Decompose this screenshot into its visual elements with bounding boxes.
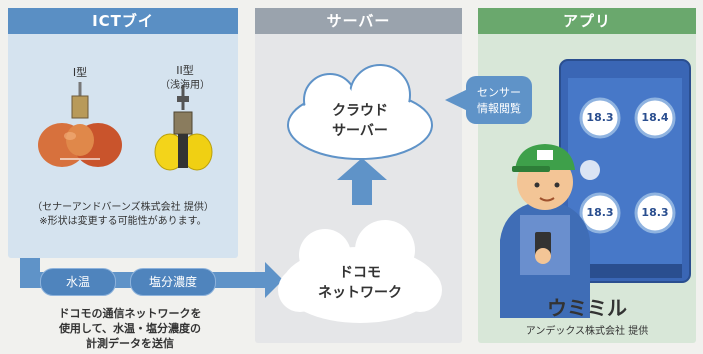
gauge-1-value: 18.3 [586, 111, 614, 124]
cloud-label-line1: クラウド [332, 103, 388, 119]
server-header: サーバー [255, 8, 462, 34]
bubble-label-line1: センサー [477, 86, 521, 99]
buoy-credit: （セナーアンドバーンズ株式会社 提供） [32, 202, 214, 213]
gauge-2-value: 18.4 [641, 111, 669, 124]
buoy-type1-label: I型 [72, 66, 88, 79]
app-name: ウミミル [547, 296, 627, 320]
gauge-5 [634, 192, 676, 234]
network-to-cloud-arrow [337, 158, 387, 205]
bottom-description-line3: 計測データを送信 [86, 337, 174, 350]
gauge-1 [579, 97, 621, 139]
network-cloud-shape [278, 220, 442, 323]
app-credit: アンデックス株式会社 提供 [525, 326, 649, 337]
network-label-line1: ドコモ [339, 265, 381, 281]
buoy-header: ICTブイ [8, 8, 238, 34]
gauge-4 [579, 192, 621, 234]
gauge-2 [634, 97, 676, 139]
gauge-3 [580, 160, 600, 180]
network-label-line2: ネットワーク [318, 285, 402, 301]
gauge-4-value: 18.3 [586, 206, 614, 219]
bottom-description-line2: 使用して、水温・塩分濃度の [58, 322, 202, 335]
cloud-server-shape [287, 64, 433, 160]
buoy-type1-image [38, 82, 122, 167]
gauge-5-value: 18.3 [641, 206, 669, 219]
tag-water-temperature: 水温 [40, 268, 116, 296]
cloud-label-line2: サーバー [332, 123, 388, 139]
buoy-type2-label: II型 [176, 64, 194, 77]
buoy-type2-image [154, 85, 213, 171]
buoy-note: ※形状は変更する可能性があります。 [39, 216, 207, 227]
sensor-info-bubble [445, 76, 532, 124]
buoy-type2-note: （浅海用） [160, 80, 210, 91]
tag-salinity: 塩分濃度 [130, 268, 216, 296]
bubble-label-line2: 情報閲覧 [477, 102, 521, 115]
app-header: アプリ [478, 8, 696, 34]
character-illustration [500, 144, 590, 318]
bottom-description-line1: ドコモの通信ネットワークを [58, 307, 202, 320]
